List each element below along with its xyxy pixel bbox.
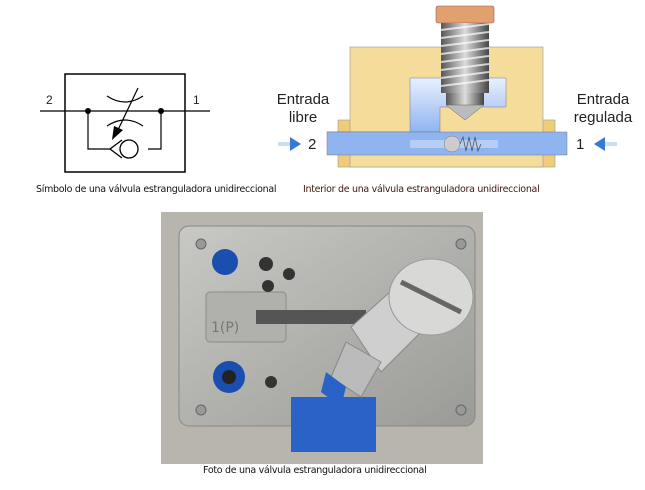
symbol-caption: Símbolo de una válvula estranguladora un…	[36, 184, 277, 195]
symbol-port-1: 1	[193, 93, 200, 107]
interior-port-1: 1	[576, 136, 585, 153]
label-free-inlet-line2: libre	[288, 109, 318, 126]
valve-interior-diagram	[278, 5, 617, 168]
label-regulated-inlet-line2: regulada	[573, 109, 633, 126]
valve-photo: 1(P)	[161, 212, 483, 464]
arrow-right-icon	[278, 137, 301, 151]
symbol-port-2: 2	[46, 93, 53, 107]
photo-port-marking: 1(P)	[211, 320, 239, 336]
photo-caption: Foto de una válvula estranguladora unidi…	[203, 465, 427, 476]
interior-port-2: 2	[308, 136, 317, 153]
label-regulated-inlet-line1: Entrada	[576, 91, 630, 108]
throttle-check-valve-symbol	[40, 73, 210, 173]
interior-caption: Interior de una válvula estranguladora u…	[303, 184, 540, 195]
label-free-inlet-line1: Entrada	[276, 91, 330, 108]
arrow-left-icon	[594, 137, 617, 151]
